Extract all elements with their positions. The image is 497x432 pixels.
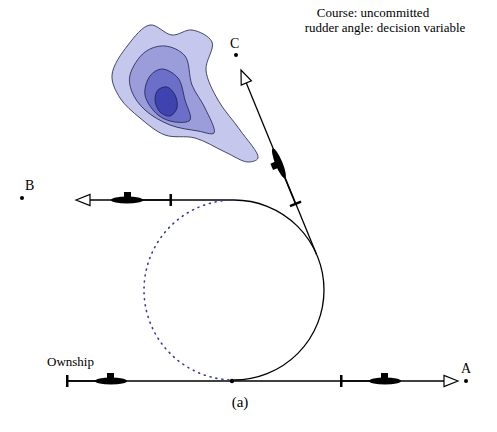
waypoint-dot (234, 53, 238, 57)
arrowhead (76, 195, 90, 206)
caption: (a) (232, 394, 249, 411)
waypoint-dot (230, 379, 234, 383)
arrowheads (76, 68, 458, 387)
waypoint-dot (464, 379, 468, 383)
vessel-label: Ownship (47, 355, 94, 369)
turn-arc (234, 200, 324, 380)
point-label: C (230, 36, 239, 51)
note-text: Course: uncommitted (317, 6, 429, 20)
threat-contours (112, 25, 258, 162)
contour-inner (145, 69, 191, 122)
arrowhead (236, 68, 251, 85)
waypoints (20, 53, 468, 383)
alternate-arc (144, 200, 234, 380)
waypoint-dot (20, 196, 24, 200)
point-label: B (25, 178, 34, 193)
course-to-c (246, 83, 316, 254)
submarine-symbol (111, 192, 172, 206)
submarine-symbol (66, 373, 127, 387)
arrowhead (444, 376, 458, 387)
note-text: rudder angle: decision variable (305, 21, 466, 35)
submarine-symbol (340, 373, 401, 387)
contour-core (155, 87, 177, 116)
point-label: A (461, 361, 471, 376)
submarine-symbol (265, 146, 301, 208)
contour-middle (129, 46, 214, 134)
trajectories (66, 83, 444, 381)
submarines (66, 146, 401, 387)
contour-outer (112, 25, 258, 162)
